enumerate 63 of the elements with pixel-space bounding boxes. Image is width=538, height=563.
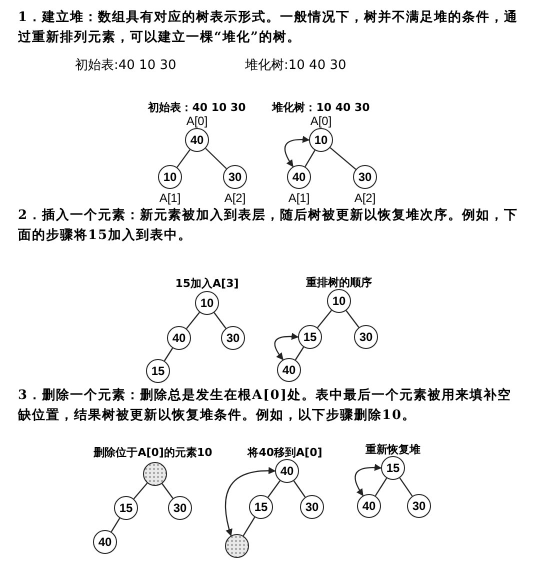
tree-node: 10 <box>158 165 182 189</box>
array-text: 堆化树:10 40 30 <box>245 57 346 75</box>
tree-node: 40 <box>287 165 311 189</box>
tree-caption: 15加入A[3] <box>175 276 239 292</box>
tree-edge <box>205 148 227 170</box>
tree-node: 30 <box>300 495 324 519</box>
tree-node: 40 <box>167 326 191 350</box>
tree-edge <box>214 312 226 329</box>
tree-node: 30 <box>168 496 192 520</box>
swap-arrow <box>224 467 276 536</box>
tree-node: 10 <box>309 128 333 152</box>
tree-node: 30 <box>354 325 378 349</box>
tree-caption: 堆化树：10 40 30 <box>272 100 370 116</box>
tree-caption: 重新恢复堆 <box>366 442 420 458</box>
tree-edge <box>294 346 304 360</box>
tree-edge <box>133 482 148 500</box>
swap-arrow <box>274 332 299 360</box>
paragraph-text: 1．建立堆：数组具有对应的树表示形式。一般情况下，树并不满足堆的条件，通过重新排列元素，可以建立一棵“堆化”的树。 <box>18 8 520 47</box>
tree-edge <box>304 150 316 167</box>
swap-arrow <box>354 464 382 496</box>
tree-node: 15 <box>249 495 273 519</box>
index-label: A[0] <box>186 113 208 130</box>
tree-edge <box>268 480 280 498</box>
array-text: 初始表:40 10 30 <box>75 57 176 75</box>
tree-caption: 将40移到A[0] <box>248 445 322 461</box>
tree-edge <box>330 147 356 170</box>
tree-node: 10 <box>327 289 351 313</box>
paragraph-text: 3．删除一个元素：删除总是发生在根A[0]处。表中最后一个元素被用来填补空缺位置，结果树被更新以恢复堆条件。例如，以下步骤删除10。 <box>18 386 512 425</box>
index-label: A[2] <box>224 190 246 207</box>
index-label: A[2] <box>354 190 376 207</box>
tree-node: 30 <box>407 494 431 518</box>
tree-edge <box>186 312 200 329</box>
tree-node: 40 <box>185 128 209 152</box>
tree-edge <box>110 518 120 532</box>
index-label: A[1] <box>288 190 310 207</box>
tree-caption: 删除位于A[0]的元素10 <box>94 445 212 461</box>
tree-edge <box>374 478 388 496</box>
swap-arrow <box>284 136 310 168</box>
tree-edge <box>399 478 413 496</box>
tree-node: 30 <box>221 326 245 350</box>
tree-node: 40 <box>277 358 301 382</box>
tree-edge <box>293 480 306 498</box>
tree-caption: 初始表：40 10 30 <box>148 100 246 116</box>
tree-node: 15 <box>298 325 322 349</box>
tree-node: 15 <box>381 456 405 480</box>
tree-node: 15 <box>146 359 170 383</box>
tree-node: 40 <box>357 494 381 518</box>
index-label: A[1] <box>159 190 181 207</box>
tree-edge <box>164 348 174 362</box>
tree-edge <box>346 310 360 328</box>
tree-edge <box>242 516 256 536</box>
tree-node: 10 <box>195 291 219 315</box>
tree-node: 40 <box>275 459 299 483</box>
tree-node: 15 <box>114 496 138 520</box>
tree-node: 30 <box>353 165 377 189</box>
tree-edge <box>176 149 190 168</box>
tree-node: 40 <box>93 530 117 554</box>
index-label: A[0] <box>310 113 332 130</box>
tree-edge <box>317 310 332 328</box>
tree-edge <box>162 483 174 499</box>
tree-caption: 重排树的顺序 <box>306 275 372 291</box>
tree-node: 30 <box>223 165 247 189</box>
paragraph-text: 2．插入一个元素：新元素被加入到表层，随后树被更新以恢复堆次序。例如，下面的步骤将15加入到表中。 <box>18 206 520 245</box>
